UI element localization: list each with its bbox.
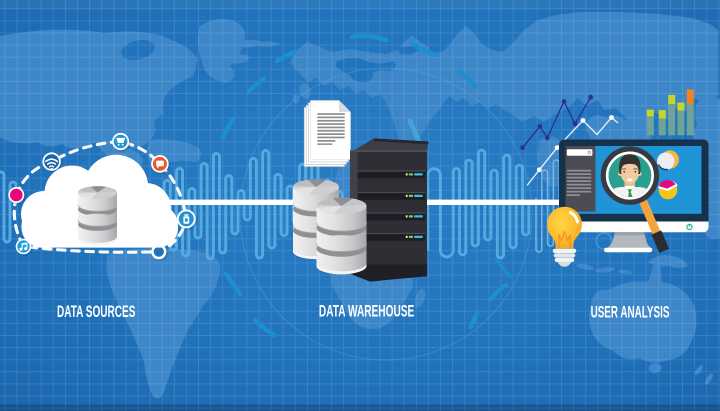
svg-text:DATA WAREHOUSE: DATA WAREHOUSE (319, 302, 414, 320)
svg-text:DATA SOURCES: DATA SOURCES (57, 303, 135, 321)
svg-text:USER ANALYSIS: USER ANALYSIS (591, 303, 670, 321)
